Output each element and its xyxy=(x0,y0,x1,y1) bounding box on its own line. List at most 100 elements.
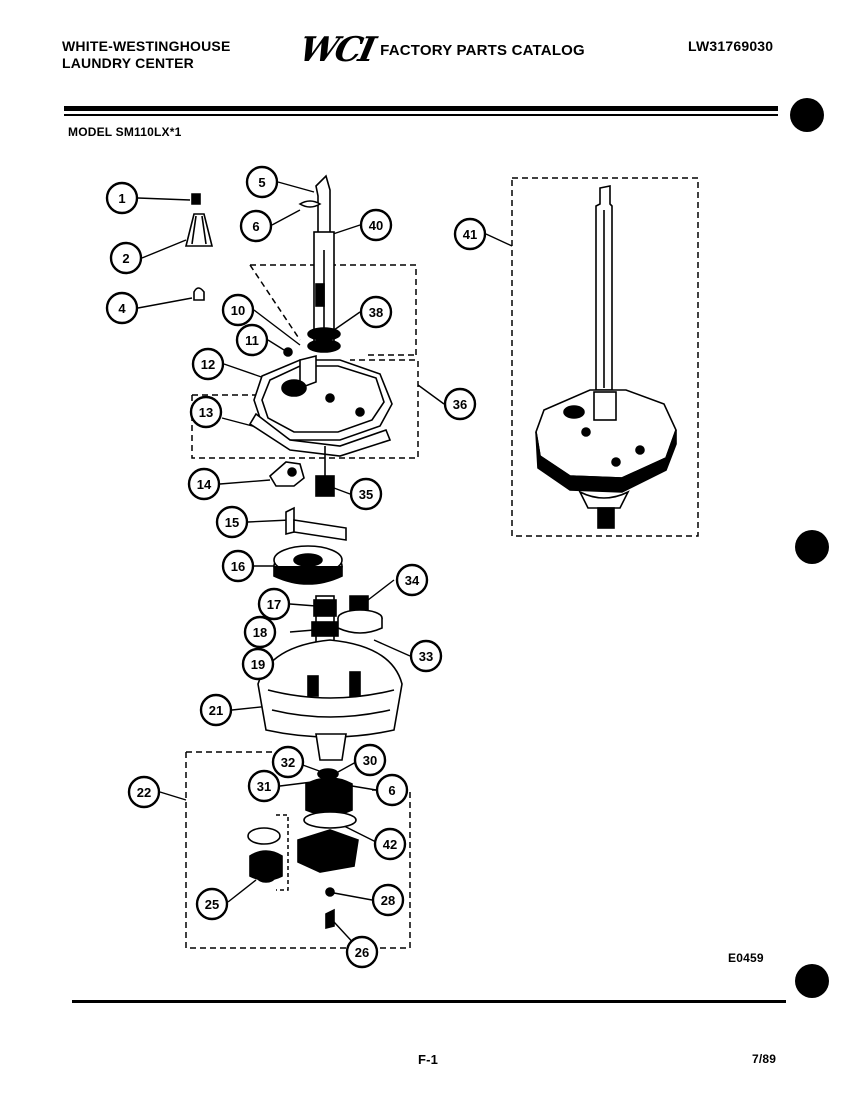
callout-16: 16 xyxy=(221,549,255,583)
callout-label: 6 xyxy=(388,783,395,798)
callout-4: 4 xyxy=(105,291,139,325)
callout-label: 16 xyxy=(231,559,245,574)
callout-12: 12 xyxy=(191,347,225,381)
callout-38: 38 xyxy=(359,295,393,329)
brand-name: WHITE-WESTINGHOUSE LAUNDRY CENTER xyxy=(62,38,230,72)
part-bearing xyxy=(249,850,283,881)
callout-label: 40 xyxy=(369,218,383,233)
callout-label: 22 xyxy=(137,785,151,800)
page-number: F-1 xyxy=(418,1052,439,1067)
header-rule-thin xyxy=(64,114,778,116)
callout-40: 40 xyxy=(359,208,393,242)
part-spline-gear xyxy=(305,777,353,816)
callout-label: 31 xyxy=(257,779,271,794)
callout-label: 2 xyxy=(122,251,129,266)
callout-41: 41 xyxy=(453,217,487,251)
callout-2: 2 xyxy=(109,241,143,275)
part-screw xyxy=(283,347,293,357)
callout-label: 28 xyxy=(381,893,395,908)
callout-18: 18 xyxy=(243,615,277,649)
callout-34: 34 xyxy=(395,563,429,597)
callout-label: 38 xyxy=(369,305,383,320)
callout-label: 13 xyxy=(199,405,213,420)
callout-label: 25 xyxy=(205,897,219,912)
callout-1: 1 xyxy=(105,181,139,215)
punch-hole-bottom xyxy=(795,964,829,998)
part-pinion xyxy=(315,475,335,497)
callout-label: 30 xyxy=(363,753,377,768)
callout-28: 28 xyxy=(371,883,405,917)
callout-label: 32 xyxy=(281,755,295,770)
punch-hole-middle xyxy=(795,530,829,564)
callout-19: 19 xyxy=(241,647,275,681)
callout-26: 26 xyxy=(345,935,379,969)
header-rule-thick xyxy=(64,106,778,111)
footer-rule xyxy=(72,1000,786,1003)
callout-label: 33 xyxy=(419,649,433,664)
callout-30: 30 xyxy=(353,743,387,777)
callout-label: 4 xyxy=(118,301,126,316)
model-number: MODEL SM110LX*1 xyxy=(68,125,182,139)
callout-17: 17 xyxy=(257,587,291,621)
part-seal xyxy=(307,327,341,341)
callout-label: 12 xyxy=(201,357,215,372)
callout-5: 5 xyxy=(245,165,279,199)
box-group-36 xyxy=(191,359,419,459)
callout-label: 36 xyxy=(453,397,467,412)
callout-label: 34 xyxy=(405,573,420,588)
box-group-10 xyxy=(250,264,417,356)
callout-label: 17 xyxy=(267,597,281,612)
callout-label: 35 xyxy=(359,487,373,502)
callout-label: 6 xyxy=(252,219,259,234)
part-shaft-slot xyxy=(315,283,325,307)
catalog-date: 7/89 xyxy=(752,1052,777,1066)
callout-21: 21 xyxy=(199,693,233,727)
callout-32: 32 xyxy=(271,745,305,779)
callout-15: 15 xyxy=(215,505,249,539)
callout-label: 1 xyxy=(118,191,125,206)
callout-label: 11 xyxy=(245,333,259,348)
callout-label: 19 xyxy=(251,657,265,672)
part-nut xyxy=(325,887,335,897)
part-spring-washer xyxy=(303,811,357,829)
diagram-code: E0459 xyxy=(728,951,764,965)
callout-36: 36 xyxy=(443,387,477,421)
part-brake-block xyxy=(297,829,359,873)
callout-label: 5 xyxy=(258,175,265,190)
part-clip xyxy=(193,287,205,301)
callout-label: 15 xyxy=(225,515,239,530)
callout-42: 42 xyxy=(373,827,407,861)
part-cone xyxy=(184,213,214,247)
parts xyxy=(184,174,403,930)
part-cap xyxy=(191,193,201,205)
part-drive-block xyxy=(268,461,305,487)
brand-line-1: WHITE-WESTINGHOUSE xyxy=(62,38,231,54)
callout-31: 31 xyxy=(247,769,281,803)
callout-label: 21 xyxy=(209,703,223,718)
callout-label: 18 xyxy=(253,625,267,640)
callout-35: 35 xyxy=(349,477,383,511)
callout-6: 6 xyxy=(239,209,273,243)
callout-13: 13 xyxy=(189,395,223,429)
catalog-part-number: LW31769030 xyxy=(688,38,774,54)
brand-line-2: LAUNDRY CENTER xyxy=(62,55,194,71)
callout-33: 33 xyxy=(409,639,443,673)
part-pin xyxy=(285,506,295,536)
callout-10: 10 xyxy=(221,293,255,327)
callout-11: 11 xyxy=(235,323,269,357)
callout-label: 14 xyxy=(197,477,212,492)
callout-25: 25 xyxy=(195,887,229,921)
box-group-41 xyxy=(511,177,699,537)
catalog-heading: WCI FACTORY PARTS CATALOG xyxy=(296,30,585,70)
part-ring xyxy=(247,827,281,845)
callout-label: 41 xyxy=(463,227,477,242)
part-bolt xyxy=(325,908,335,930)
catalog-title: FACTORY PARTS CATALOG xyxy=(380,41,585,59)
callout-6: 6 xyxy=(375,773,409,807)
part-washer xyxy=(298,200,322,208)
part-gearcase-bottom xyxy=(257,639,403,738)
part-drive-hub xyxy=(315,733,347,761)
part-complete-agitator-assembly xyxy=(535,185,677,529)
